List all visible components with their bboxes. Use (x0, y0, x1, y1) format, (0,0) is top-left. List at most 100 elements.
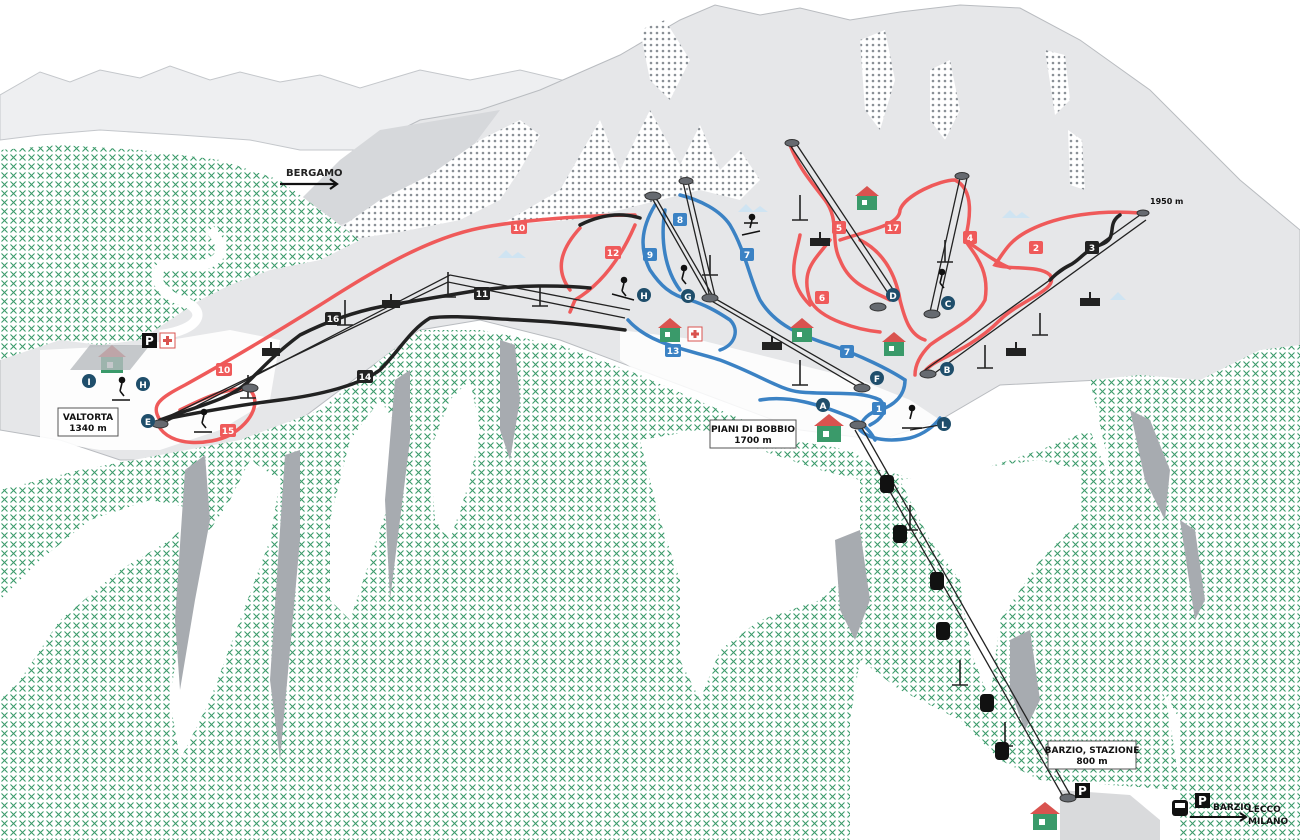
piste-blue (678, 193, 907, 382)
hut-icon (790, 318, 814, 342)
piste-blue (758, 396, 877, 442)
lift-terminal (678, 177, 694, 185)
rock-streak (835, 530, 870, 640)
svg-text:16: 16 (327, 315, 340, 325)
svg-text:I: I (87, 378, 90, 388)
pylon (952, 660, 968, 686)
lift-terminal (241, 383, 259, 393)
skier-icon (902, 404, 922, 429)
hut-icon (855, 186, 879, 210)
bergamo-sign: BERGAMO (280, 168, 343, 190)
svg-text:G: G (684, 293, 691, 303)
svg-text:17: 17 (887, 224, 900, 234)
piste-badge-red: 4 (963, 231, 977, 244)
place-labels: VALTORTA 1340 m PIANI DI BOBBIO 1700 m B… (57, 197, 1289, 827)
piste-badge-black: 14 (357, 370, 373, 383)
svg-text:P: P (145, 334, 154, 348)
svg-text:1: 1 (876, 405, 882, 415)
lift-terminal (919, 369, 937, 379)
svg-text:P: P (1198, 794, 1207, 808)
bergamo-valley (300, 110, 500, 225)
svg-text:1340 m: 1340 m (69, 424, 107, 434)
lift-line (936, 177, 968, 313)
lift-marker: D (886, 288, 900, 302)
piste-black (158, 284, 592, 422)
lift-terminal (644, 191, 662, 201)
lift-marker: E (141, 414, 155, 428)
pylon (702, 255, 718, 276)
lift-line (909, 424, 941, 431)
pylon (532, 286, 548, 307)
piste-badge-black: 3 (1085, 241, 1099, 254)
svg-text:2: 2 (1033, 244, 1039, 254)
barzio-sign: BARZIO (1213, 803, 1252, 813)
piste-badge-red: 17 (885, 221, 901, 234)
gondolas (880, 475, 1009, 760)
svg-text:L: L (941, 421, 947, 431)
valtorta-pad (70, 345, 150, 370)
lift-terminal (869, 302, 887, 312)
lift-terminal (1059, 793, 1077, 803)
valtorta-label: VALTORTA 1340 m (57, 407, 119, 437)
piste-black (1048, 213, 1122, 282)
lift-terminal (1136, 209, 1150, 217)
svg-text:BARZIO, STAZIONE: BARZIO, STAZIONE (1045, 746, 1140, 756)
lift-terminal (923, 309, 941, 319)
pylon (440, 272, 456, 298)
gully (640, 430, 860, 700)
milano-sign: MILANO (1248, 817, 1289, 827)
svg-text:800 m: 800 m (1076, 757, 1107, 767)
clouds (498, 204, 1126, 300)
svg-text:C: C (945, 300, 952, 310)
skier-icon (611, 276, 635, 301)
lift-terminal (784, 139, 800, 147)
first-aid-icon (159, 332, 176, 349)
lift-marker: C (941, 296, 955, 310)
landscape (0, 4, 1300, 840)
road-upper-left (152, 226, 226, 340)
hut-icon (1030, 802, 1060, 830)
skier-icon (741, 213, 761, 236)
svg-text:14: 14 (359, 373, 372, 383)
piste-badge-blue: 13 (665, 344, 681, 357)
lift-line (789, 144, 891, 297)
bus-icon (1172, 800, 1188, 816)
piste-badge-black: 11 (474, 287, 490, 300)
piani-di-bobbio-label: PIANI DI BOBBIO 1700 m (709, 419, 797, 449)
svg-text:7: 7 (844, 348, 850, 358)
piste-red (154, 213, 637, 422)
lift-terminal (954, 172, 970, 180)
rock-streak (270, 450, 300, 760)
skier-icon (680, 264, 688, 285)
lift-line (159, 274, 631, 426)
pylon (977, 345, 993, 369)
piste-blue (858, 378, 942, 442)
barzio-station-label: BARZIO, STAZIONE 800 m (1045, 740, 1140, 770)
lift-terminal (853, 383, 871, 393)
gully (330, 400, 400, 620)
barzio-area (1060, 790, 1160, 840)
svg-text:4: 4 (967, 234, 973, 244)
first-aid-icon (687, 326, 703, 342)
gully (0, 500, 200, 700)
svg-text:10: 10 (218, 366, 231, 376)
skiers (112, 213, 946, 433)
lift-marker: F (870, 371, 884, 385)
chairlift-icon (1006, 342, 1026, 356)
lift-line (931, 219, 1147, 376)
gully (170, 460, 280, 760)
lift-terminal (849, 420, 867, 430)
rock-patch-dotted (1045, 50, 1070, 115)
lift-marker: G (681, 289, 695, 303)
svg-text:3: 3 (1089, 244, 1095, 254)
pylon (337, 300, 353, 326)
svg-text:10: 10 (513, 224, 526, 234)
rock-streak (1180, 520, 1205, 620)
bergamo-label: BERGAMO (286, 168, 343, 179)
svg-text:12: 12 (607, 249, 620, 259)
lift-marker: H (637, 288, 651, 302)
lift-line (159, 387, 251, 421)
pylon (937, 240, 953, 263)
hut-icon (814, 414, 844, 442)
